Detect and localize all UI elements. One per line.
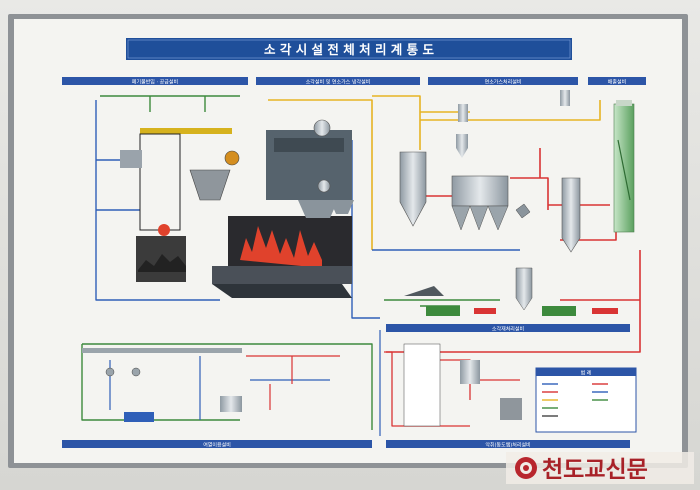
odor-filter xyxy=(500,398,522,420)
steam-drum-mid xyxy=(317,179,331,193)
ash-conveyor-belt xyxy=(404,286,444,296)
crane-grab xyxy=(158,224,170,236)
receiving-hall xyxy=(120,150,142,168)
heat-equipment xyxy=(82,348,242,422)
section-bar-heat xyxy=(62,440,372,448)
section-label-odor: 악취(동도쌤)처리설비 xyxy=(485,442,530,449)
pipe-gas-flow xyxy=(420,177,610,210)
section-label-ash: 소각재처리설비 xyxy=(492,326,524,333)
section-label-heat: 여열이용설비 xyxy=(203,442,231,449)
grate xyxy=(212,266,352,284)
section-bar-gas xyxy=(428,77,578,85)
feed-area xyxy=(120,128,240,282)
ash-truck-1 xyxy=(426,306,460,316)
bag-filter xyxy=(451,175,509,207)
odor-panel xyxy=(403,343,441,427)
ash-truck-2 xyxy=(542,306,576,316)
condensate-tank xyxy=(124,412,154,422)
pump-a xyxy=(105,367,115,377)
legend-header xyxy=(536,368,636,376)
steam-header xyxy=(82,348,242,353)
scrubber xyxy=(561,177,581,253)
chimney-cap xyxy=(616,100,632,106)
section-label-exhaust: 배출설비 xyxy=(608,79,626,86)
gas-treatment xyxy=(399,90,581,253)
section-bar-odor xyxy=(386,440,630,448)
section-bar-ash xyxy=(386,324,630,332)
watermark: 천도교신문 xyxy=(506,452,694,484)
steam-drum-top xyxy=(313,119,331,137)
reagent-tank-2 xyxy=(560,90,570,106)
heat-exchanger xyxy=(220,396,242,412)
furnace-flames xyxy=(240,226,322,268)
pipe-orange-loop xyxy=(386,250,641,353)
pipe-lower-red xyxy=(246,355,340,410)
pipe-air-supply xyxy=(100,95,240,112)
legend: 범 례 xyxy=(535,367,637,433)
pump-b xyxy=(131,367,141,377)
section-label-gas: 연소가스처리설비 xyxy=(485,79,522,86)
feed-chute xyxy=(189,169,231,201)
semi-dry-reactor xyxy=(399,151,427,227)
pipe-lower-green xyxy=(81,343,373,430)
ash-conveyor xyxy=(212,284,352,298)
section-label-supply: 폐기물반입 · 공급설비 xyxy=(132,79,178,86)
chimney-unit xyxy=(613,100,635,233)
odor-equipment xyxy=(403,343,522,427)
induced-fan xyxy=(515,203,531,219)
feed-fan xyxy=(224,150,240,166)
pipe-ash-green xyxy=(384,299,500,307)
waste-pile xyxy=(138,254,186,272)
title-text: 소 각 시 설 전 체 처 리 계 통 도 xyxy=(264,42,435,57)
pipelines xyxy=(81,95,641,436)
ash-silo xyxy=(515,267,533,311)
reagent-tank-1 xyxy=(458,104,468,122)
pipe-gas-top xyxy=(268,95,601,250)
bag-filter-hoppers xyxy=(451,205,509,231)
title-bar: 소 각 시 설 전 체 처 리 계 통 도 xyxy=(126,38,572,60)
section-bar-exhaust xyxy=(588,77,646,85)
chimney-detail xyxy=(617,139,631,201)
ash-label-red-1 xyxy=(474,308,496,314)
legend-title: 범 례 xyxy=(581,370,592,377)
ash-handling xyxy=(404,267,618,316)
incinerator xyxy=(212,119,354,298)
cyclone xyxy=(456,134,468,158)
watermark-text: 천도교신문 xyxy=(542,457,648,483)
flue-hoppers xyxy=(298,200,354,218)
section-bar-supply xyxy=(62,77,248,85)
boiler-hatch xyxy=(274,138,344,152)
ash-label-red-2 xyxy=(592,308,618,314)
section-bar-incinerator xyxy=(256,77,420,85)
odor-tank xyxy=(460,360,480,384)
crane-bay xyxy=(139,133,181,231)
crane-rail xyxy=(140,128,232,134)
section-headers: 폐기물반입 · 공급설비 소각설비 및 연소가스 냉각설비 연소가스처리설비 배… xyxy=(62,77,646,449)
section-label-incinerator: 소각설비 및 연소가스 냉각설비 xyxy=(306,79,371,86)
